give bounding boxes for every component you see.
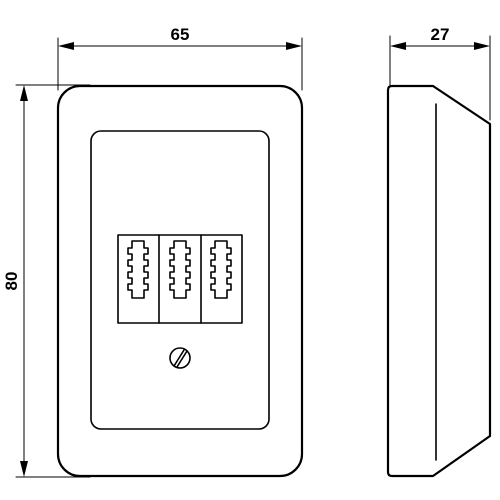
jack-block-frame [117, 234, 243, 324]
arrowhead-icon [474, 42, 490, 50]
inner-cover [90, 130, 270, 430]
side-view [386, 84, 492, 478]
depth-dimension: 27 [389, 25, 491, 121]
front-view [56, 84, 304, 478]
outer-housing [56, 84, 304, 478]
arrowhead-icon [20, 461, 28, 477]
arrowhead-icon [390, 42, 406, 50]
rj-socket-icon [127, 240, 149, 299]
height-dimension: 80 [2, 84, 91, 478]
depth-label: 27 [431, 25, 450, 44]
width-label: 65 [171, 25, 190, 44]
jack-block [117, 234, 243, 324]
rj-socket-icon [169, 240, 191, 299]
rj-socket-icon [210, 240, 232, 299]
width-dimension: 65 [57, 25, 303, 91]
arrowhead-icon [286, 42, 302, 50]
height-label: 80 [2, 272, 21, 291]
side-profile [386, 84, 492, 478]
arrowhead-icon [58, 42, 74, 50]
arrowhead-icon [20, 85, 28, 101]
screw-icon [169, 347, 191, 369]
